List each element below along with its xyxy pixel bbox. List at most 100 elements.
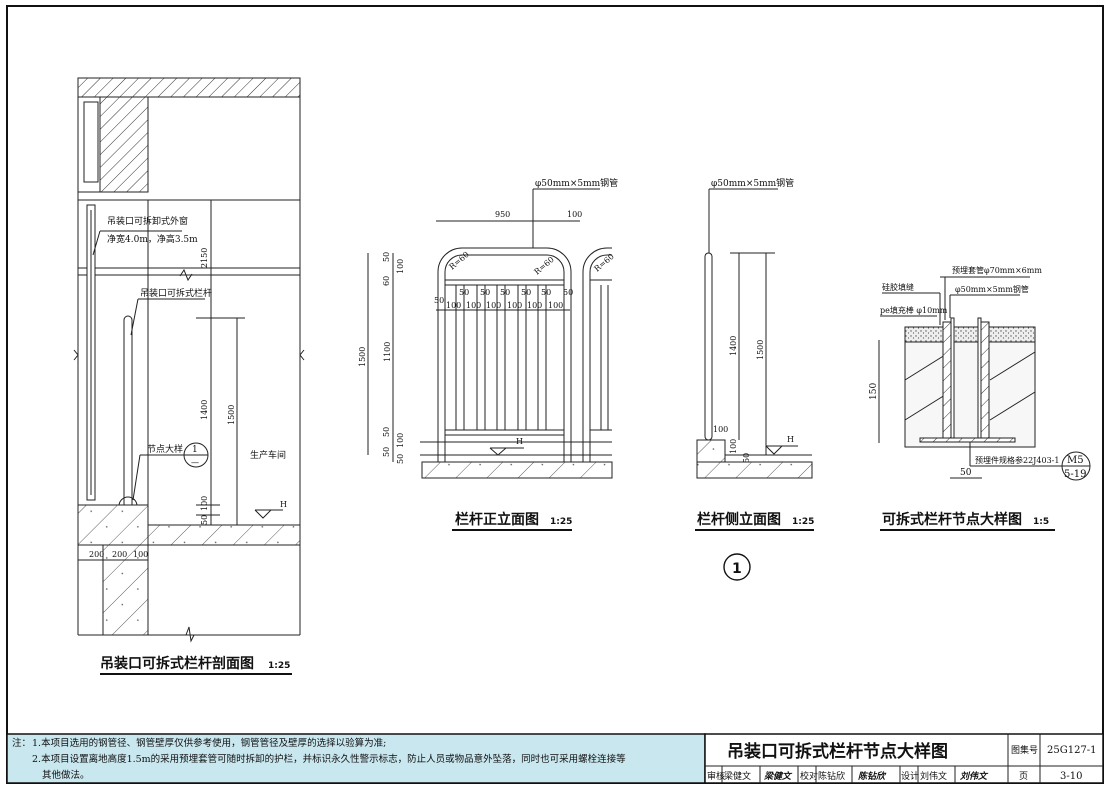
- dim-100-v: 100: [200, 496, 209, 511]
- side-pipe-label: φ50mm×5mm钢管: [711, 177, 794, 189]
- label-room: 生产车间: [250, 449, 286, 461]
- detail-view-title: 可拆式栏杆节点大样图: [882, 511, 1022, 528]
- sleeve-right: [980, 321, 990, 439]
- railing-post: [123, 315, 133, 509]
- dim-950: 950: [495, 210, 510, 219]
- front-view: R=60 R=60 R=60 φ50mm×5mm钢管 950 100 1500 …: [358, 177, 618, 531]
- page-number: 3-10: [1060, 771, 1082, 782]
- side-dim-100-v: 100: [729, 439, 738, 454]
- railing-frame-outer: [437, 247, 572, 462]
- dim-left-6: 100: [396, 433, 405, 448]
- side-view-scale: 1:25: [792, 517, 814, 527]
- check-label: 校对: [800, 770, 818, 782]
- design-label: 设计: [901, 770, 919, 782]
- atlas-label: 图集号: [1011, 744, 1038, 756]
- front-level-mark: H: [516, 437, 523, 446]
- front-pipe-label: φ50mm×5mm钢管: [535, 177, 618, 189]
- dim-sp: 50: [521, 288, 531, 297]
- dim-sp: 100: [466, 301, 481, 310]
- dim-1500: 1500: [227, 405, 236, 425]
- label-sealant: 硅胶填缝: [882, 282, 914, 292]
- dim-left-2: 50: [382, 252, 391, 262]
- side-view-title: 栏杆侧立面图: [697, 511, 781, 528]
- label-window-2: 净宽4.0m，净高3.5m: [107, 233, 198, 245]
- floor-beam: [77, 504, 149, 546]
- side-dim-100-h: 100: [713, 425, 728, 434]
- side-dim-50: 50: [742, 453, 751, 463]
- designer-signature: 刘伟文: [960, 771, 989, 782]
- front-ground: [421, 461, 613, 479]
- top-slab: [77, 77, 301, 98]
- checker-signature: 陈钻欣: [858, 771, 887, 782]
- detail-view-scale: 1:5: [1033, 517, 1049, 527]
- dim-left-7: 50: [382, 447, 391, 457]
- dim-sp: 50: [563, 288, 573, 297]
- dim-200-a: 200: [89, 550, 104, 559]
- dim-left-8: 50: [396, 454, 405, 464]
- note-1: 1.本项目选用的钢管径、钢管壁厚仅供参考使用，钢管管径及壁厚的选择以验算为准;: [32, 737, 386, 749]
- dim-100: 100: [133, 550, 148, 559]
- title-block: 吊装口可拆式栏杆节点大样图 图集号 25G127-1 审核 梁健文 梁健文 校对…: [704, 733, 1104, 784]
- dim-1100-front: 1100: [383, 342, 392, 362]
- ref-top: M5: [1067, 455, 1084, 466]
- sleeve-left: [942, 321, 952, 439]
- dim-left-5: 50: [382, 427, 391, 437]
- notes-block: 注： 1.本项目选用的钢管径、钢管壁厚仅供参考使用，钢管管径及壁厚的选择以验算为…: [6, 733, 706, 784]
- detail-ref-sheet: —: [191, 458, 199, 467]
- side-view: φ50mm×5mm钢管 1400 1500 100 100 50 H 栏杆侧立面…: [695, 177, 814, 581]
- designer-name: 刘伟文: [920, 770, 947, 782]
- floor-slab: [147, 524, 301, 546]
- label-sleeve: 预埋套管φ70mm×6mm: [952, 265, 1042, 275]
- section-view-scale: 1:25: [268, 661, 290, 671]
- side-dim-1500: 1500: [756, 340, 765, 360]
- section-view: 200 200 100 2150 1400 1500 100 50 吊装口可拆卸…: [73, 77, 305, 675]
- label-detail-pipe: φ50mm×5mm钢管: [955, 284, 1029, 294]
- side-post: [704, 252, 713, 441]
- dim-sp: 50: [541, 288, 551, 297]
- dim-sp: 100: [507, 301, 522, 310]
- reviewer-name: 梁健文: [724, 770, 751, 782]
- dim-sp: 100: [527, 301, 542, 310]
- break-band: [77, 267, 301, 276]
- label-railing: 吊装口可拆式栏杆: [140, 287, 212, 299]
- dim-50-v: 50: [200, 515, 209, 525]
- section-view-title: 吊装口可拆式栏杆剖面图: [100, 655, 254, 672]
- level-symbol: [254, 509, 283, 519]
- spacing-dims: 50 100 50 100 50 100 50 100 50 100 50 10…: [434, 288, 573, 310]
- dim-1500-front: 1500: [358, 347, 367, 367]
- front-view-title: 栏杆正立面图: [455, 511, 539, 528]
- level-mark: H: [280, 500, 287, 509]
- label-window-1: 吊装口可拆卸式外窗: [107, 215, 188, 227]
- dim-sp: 100: [446, 301, 461, 310]
- detail-number: 1: [732, 561, 742, 577]
- dim-200-b: 200: [112, 550, 127, 559]
- dim-1400: 1400: [200, 400, 209, 420]
- dim-2150: 2150: [200, 248, 209, 268]
- dim-100-top: 100: [567, 210, 582, 219]
- radius-label-right: R=60: [533, 255, 556, 277]
- dim-sp: 50: [434, 296, 444, 305]
- review-label: 审核: [707, 770, 725, 782]
- front-view-scale: 1:25: [550, 517, 572, 527]
- dim-sp: 50: [480, 288, 490, 297]
- detail-dim-150: 150: [869, 383, 879, 400]
- ref-bottom: 5-19: [1064, 469, 1086, 480]
- dim-left-4: 60: [382, 276, 391, 286]
- radius-label-left: R=60: [448, 250, 471, 272]
- dim-sp: 100: [486, 301, 501, 310]
- dim-left-3: 100: [396, 259, 405, 274]
- dim-sp: 100: [548, 301, 563, 310]
- atlas-number: 25G127-1: [1047, 745, 1097, 756]
- notes-prefix: 注：: [12, 737, 31, 749]
- embed-plate: [919, 437, 1016, 443]
- note-3: 其他做法。: [42, 769, 90, 781]
- side-level-mark: H: [787, 435, 794, 444]
- side-dim-1400: 1400: [729, 336, 738, 356]
- reviewer-signature: 梁健文: [763, 771, 793, 782]
- detail-view: 150 50 预埋套管φ70mm×6mm 硅胶填缝 φ50mm×5mm钢管 pe…: [869, 265, 1091, 531]
- dim-sp: 50: [459, 288, 469, 297]
- checker-name: 陈钻欣: [818, 770, 845, 782]
- note-2: 2.本项目设置离地高度1.5m的采用预埋套管可随时拆卸的护栏，并标识永久性警示标…: [32, 753, 626, 765]
- label-embed: 预埋件规格参22J403-1: [975, 455, 1059, 465]
